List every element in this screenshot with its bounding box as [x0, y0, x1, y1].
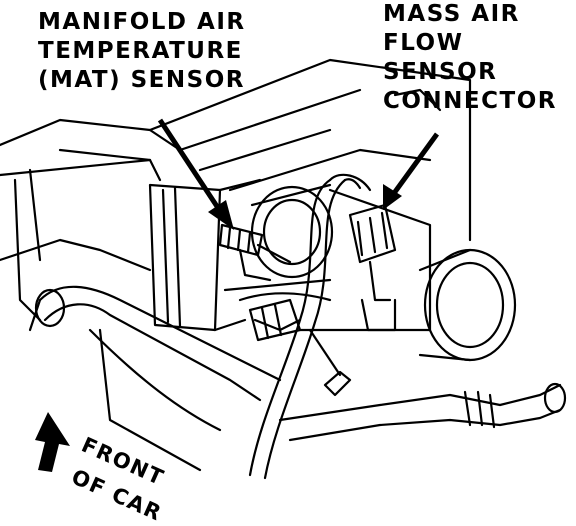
front-arrow-icon [35, 412, 70, 472]
maf-label-line-1: MASS AIR [383, 1, 520, 27]
mat-leader-arrow [157, 118, 234, 230]
mat-label-line-3: (MAT) SENSOR [38, 67, 245, 93]
air-intake-tube [418, 248, 517, 362]
lower-hose-right [278, 382, 567, 442]
mat-label-line-1: MANIFOLD AIR [38, 9, 246, 35]
maf-leader-arrow [383, 132, 440, 210]
mat-sensor-label: MANIFOLD AIR TEMPERATURE (MAT) SENSOR [38, 8, 246, 95]
air-flow-housing [223, 183, 432, 332]
maf-label-line-2: FLOW [383, 30, 464, 56]
lower-hose-left [28, 285, 282, 472]
maf-label-line-3: SENSOR [383, 59, 498, 85]
mat-label-line-2: TEMPERATURE [38, 38, 243, 64]
lower-connector [248, 298, 352, 397]
maf-connector [348, 203, 397, 332]
mat-sensor [218, 223, 292, 282]
intake-plenum [0, 58, 472, 322]
throttle-body [148, 178, 262, 332]
